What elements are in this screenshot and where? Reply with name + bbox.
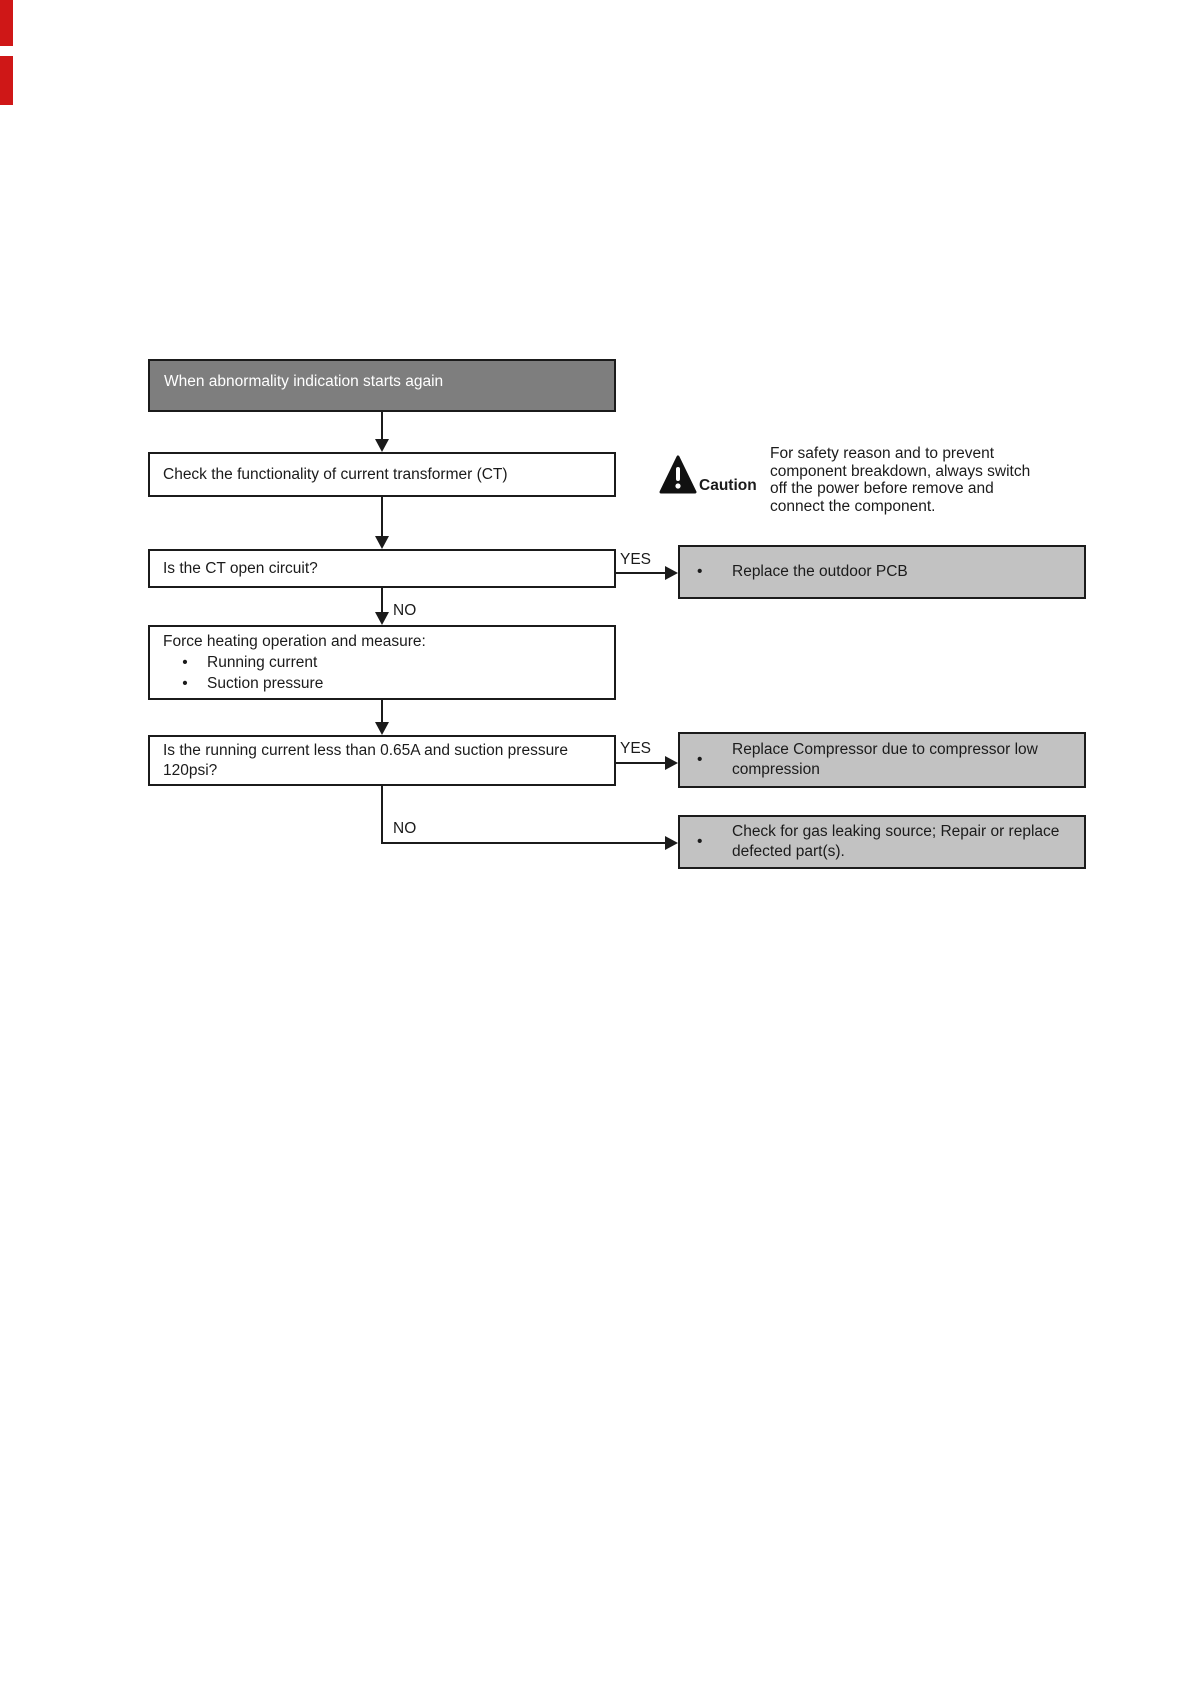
replace-compressor-label: Replace Compressor due to compressor low… (732, 740, 1038, 780)
connector-line (381, 842, 666, 844)
branch-label-yes: YES (620, 551, 652, 568)
arrowhead-right-icon (665, 566, 678, 580)
check-ct-label: Check the functionality of current trans… (163, 465, 508, 483)
force-heating-bullet-row: • Running current (163, 653, 604, 672)
warning-triangle-icon (659, 455, 697, 495)
arrowhead-down-icon (375, 439, 389, 452)
flow-start-node: When abnormality indication starts again (148, 359, 616, 412)
ct-open-question-label: Is the CT open circuit? (163, 559, 318, 577)
connector-line (616, 572, 666, 574)
caution-text-line: For safety reason and to prevent (770, 445, 995, 462)
caution-text-line: component breakdown, always switch (770, 462, 1031, 480)
replace-compressor-line: compression (732, 761, 820, 778)
bullet-glyph: • (697, 751, 703, 768)
connector-line (381, 412, 383, 440)
caution-text: For safety reason and to prevent compone… (770, 445, 1070, 515)
caution-label: Caution (699, 477, 757, 494)
check-gas-line: Check for gas leaking source; Repair or … (732, 823, 1060, 840)
connector-line (381, 588, 383, 613)
flow-result-check-gas-leak: • Check for gas leaking source; Repair o… (678, 815, 1086, 869)
arrowhead-down-icon (375, 536, 389, 549)
bullet-glyph: • (182, 675, 188, 693)
arrowhead-down-icon (375, 722, 389, 735)
force-heating-bullet-label: Running current (207, 654, 318, 672)
connector-line (381, 497, 383, 537)
flow-decision-running-current: Is the running current less than 0.65A a… (148, 735, 616, 786)
flow-process-check-ct: Check the functionality of current trans… (148, 452, 616, 497)
connector-line (381, 700, 383, 723)
branch-label-no: NO (393, 602, 417, 619)
check-gas-label: Check for gas leaking source; Repair or … (732, 822, 1059, 862)
flow-decision-ct-open: Is the CT open circuit? (148, 549, 616, 588)
scan-artifact (0, 56, 13, 105)
bullet-glyph: • (182, 654, 188, 672)
caution-text-line: connect the component. (770, 497, 936, 515)
flow-process-force-heating: Force heating operation and measure: • R… (148, 625, 616, 700)
branch-label-yes: YES (620, 740, 652, 757)
force-heating-title: Force heating operation and measure: (163, 633, 426, 650)
arrowhead-right-icon (665, 836, 678, 850)
current-question-line: 120psi? (163, 761, 218, 779)
replace-pcb-label: Replace the outdoor PCB (732, 563, 908, 580)
flow-result-replace-pcb: • Replace the outdoor PCB (678, 545, 1086, 599)
connector-line (381, 786, 383, 844)
bullet-glyph: • (697, 833, 703, 850)
bullet-glyph: • (697, 563, 703, 580)
branch-label-no: NO (393, 820, 417, 837)
flow-result-replace-compressor: • Replace Compressor due to compressor l… (678, 732, 1086, 788)
connector-line (616, 762, 666, 764)
arrowhead-right-icon (665, 756, 678, 770)
force-heating-bullet-label: Suction pressure (207, 675, 324, 693)
current-question-line: Is the running current less than 0.65A a… (163, 741, 568, 759)
replace-compressor-line: Replace Compressor due to compressor low (732, 741, 1038, 758)
caution-text-line: off the power before remove and (770, 480, 994, 497)
check-gas-line: defected part(s). (732, 843, 845, 860)
flow-start-label: When abnormality indication starts again (164, 372, 444, 390)
force-heating-bullet-row: • Suction pressure (163, 674, 604, 693)
arrowhead-down-icon (375, 612, 389, 625)
scan-artifact (0, 0, 13, 46)
